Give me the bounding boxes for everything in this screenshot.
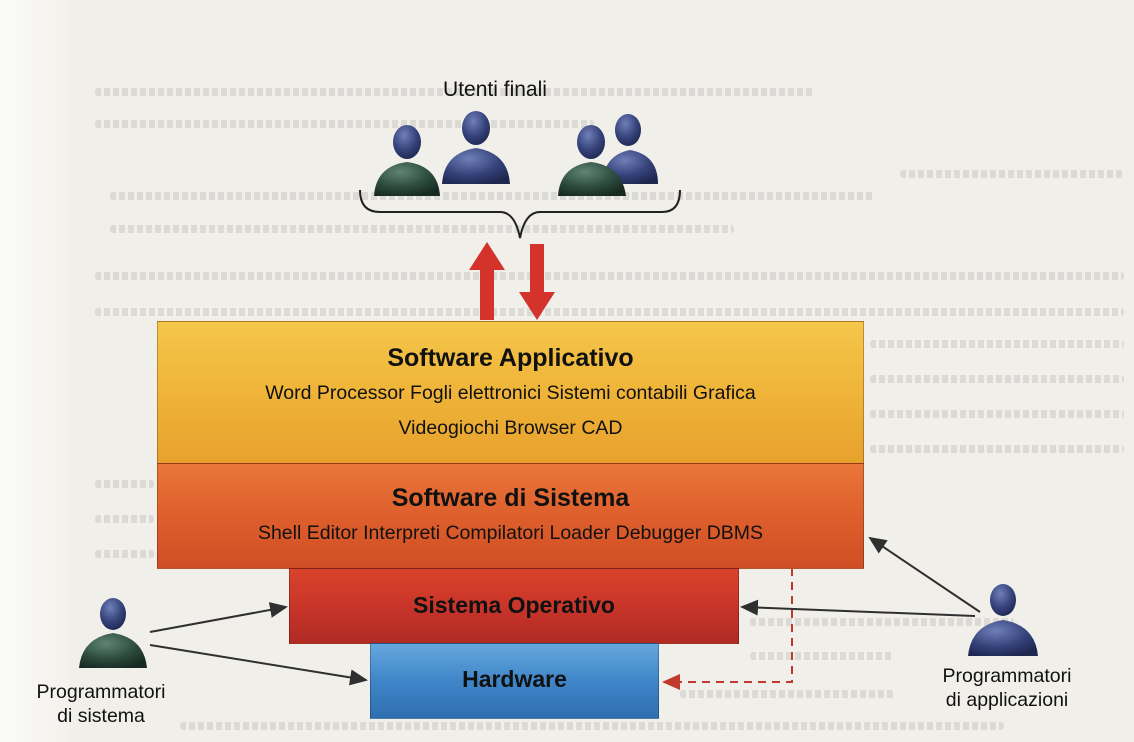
layer-title-sistema: Software di Sistema [391,484,630,512]
layer-software-di-sistema: Software di Sistema Shell Editor Interpr… [157,463,864,569]
application-programmers-line2: di applicazioni [945,689,1069,711]
system-programmers-label: Programmatori di sistema [16,680,186,728]
system-programmers-line2: di sistema [57,705,145,727]
layer-items-applicativo-1: Word Processor Fogli elettronici Sistemi… [265,382,756,404]
user-icon [79,598,147,668]
up-arrow-icon [469,242,505,320]
layer-software-applicativo: Software Applicativo Word Processor Fogl… [157,321,864,464]
layer-title-hardware: Hardware [462,666,567,692]
layer-items-applicativo-2: Videogiochi Browser CAD [398,417,623,439]
user-icon [558,125,626,196]
diagram-title: Utenti finali [443,78,547,101]
users-brace [359,189,681,239]
layer-title-applicativo: Software Applicativo [387,344,634,372]
page-edge [0,0,70,742]
application-programmers-line1: Programmatori [942,665,1072,687]
layer-title-os: Sistema Operativo [413,592,615,618]
arrow-sysprog-to-hw [149,644,368,686]
dashed-arrow-to-hw [662,568,793,690]
arrow-appprog-to-os [740,599,976,617]
system-programmers-line1: Programmatori [36,681,166,703]
user-icon [968,584,1038,656]
down-arrow-icon [519,244,555,320]
arrow-appprog-to-sys [868,536,981,613]
user-icon [374,125,440,196]
arrow-sysprog-to-os [149,602,288,633]
layer-hardware: Hardware [370,643,659,719]
layer-sistema-operativo: Sistema Operativo [289,568,739,644]
layer-items-sistema: Shell Editor Interpreti Compilatori Load… [257,522,764,544]
application-programmers-label: Programmatori di applicazioni [912,664,1102,712]
user-icon [442,111,510,184]
